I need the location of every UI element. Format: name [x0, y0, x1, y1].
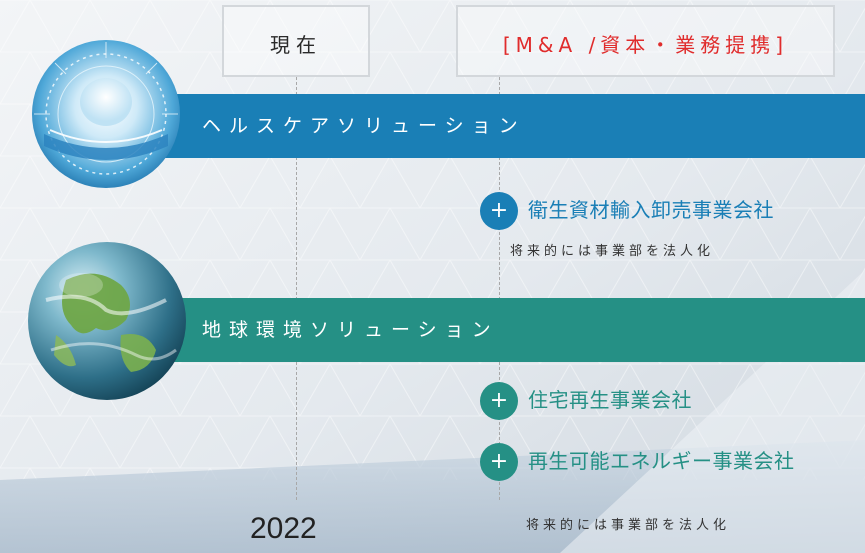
energy-company-label: 再生可能エネルギー事業会社: [528, 449, 795, 473]
healthcare-note: 将来的には事業部を法人化: [510, 244, 715, 259]
ma-timeline-line: [499, 77, 500, 500]
healthcare-company-label: 衛生資材輸入卸売事業会社: [528, 198, 774, 222]
environment-note: 将来的には事業部を法人化: [526, 518, 731, 533]
environment-band-label: 地球環境ソリューション: [202, 319, 499, 341]
ma-label: [M&A /資本・業務提携]: [502, 33, 789, 57]
plus-icon: +: [480, 443, 518, 481]
environment-band: 地球環境ソリューション: [160, 298, 865, 362]
earth-globe-icon: [28, 242, 186, 400]
current-timeline-line: [296, 77, 297, 500]
plus-icon: +: [480, 382, 518, 420]
year-label: 2022: [250, 512, 317, 545]
current-label-box: 現在: [222, 5, 370, 77]
healthcare-tech-icon: [32, 40, 180, 188]
healthcare-band: ヘルスケアソリューション: [160, 94, 865, 158]
housing-company-label: 住宅再生事業会社: [528, 388, 692, 412]
plus-icon: +: [480, 192, 518, 230]
healthcare-band-label: ヘルスケアソリューション: [202, 115, 526, 137]
ma-label-box: [M&A /資本・業務提携]: [456, 5, 835, 77]
current-label: 現在: [270, 33, 322, 57]
